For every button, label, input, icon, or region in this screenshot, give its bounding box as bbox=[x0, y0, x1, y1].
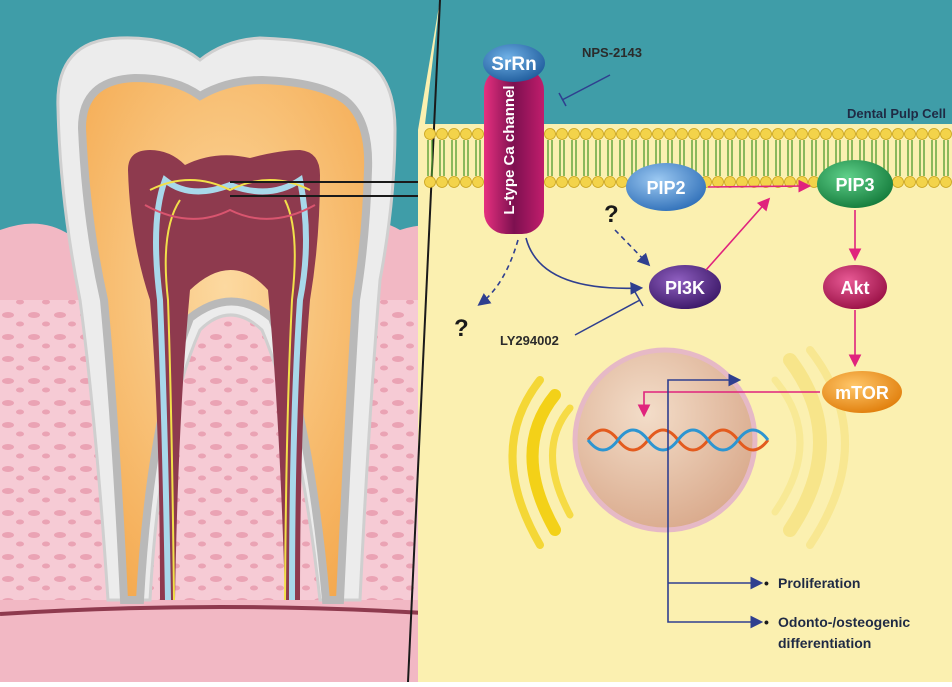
lipid-head-bottom bbox=[905, 177, 916, 188]
ly294002-label: LY294002 bbox=[500, 333, 559, 348]
lipid-head-top bbox=[593, 129, 604, 140]
lipid-head-bottom bbox=[461, 177, 472, 188]
lipid-head-top bbox=[425, 129, 436, 140]
pip2-label: PIP2 bbox=[646, 178, 685, 198]
lipid-head-top bbox=[881, 129, 892, 140]
lipid-head-top bbox=[785, 129, 796, 140]
arrow-pip2-to-pip3 bbox=[708, 186, 808, 187]
lipid-head-bottom bbox=[569, 177, 580, 188]
lipid-head-top bbox=[845, 129, 856, 140]
mtor-label: mTOR bbox=[835, 383, 889, 403]
question-mark-pi3k: ? bbox=[604, 201, 619, 228]
outcome-differentiation-line1: Odonto-/osteogenic bbox=[778, 614, 910, 630]
lipid-head-top bbox=[677, 129, 688, 140]
lipid-head-bottom bbox=[929, 177, 940, 188]
lipid-head-top bbox=[629, 129, 640, 140]
pip3-label: PIP3 bbox=[835, 175, 874, 195]
lipid-head-top bbox=[473, 129, 484, 140]
lipid-head-bottom bbox=[545, 177, 556, 188]
lipid-head-bottom bbox=[893, 177, 904, 188]
lipid-head-bottom bbox=[713, 177, 724, 188]
outcome-proliferation: Proliferation bbox=[778, 575, 860, 591]
lipid-head-top bbox=[761, 129, 772, 140]
lipid-head-bottom bbox=[557, 177, 568, 188]
lipid-head-top bbox=[725, 129, 736, 140]
lipid-head-top bbox=[809, 129, 820, 140]
lipid-head-top bbox=[857, 129, 868, 140]
lipid-head-top bbox=[569, 129, 580, 140]
cell-panel: L-type Ca channel SrRn NPS-2143 Dental P… bbox=[408, 0, 952, 682]
lipid-head-bottom bbox=[449, 177, 460, 188]
lipid-head-top bbox=[749, 129, 760, 140]
lipid-head-top bbox=[797, 129, 808, 140]
lipid-head-bottom bbox=[941, 177, 952, 188]
lipid-head-bottom bbox=[605, 177, 616, 188]
lipid-head-top bbox=[905, 129, 916, 140]
lipid-head-top bbox=[773, 129, 784, 140]
lipid-head-top bbox=[917, 129, 928, 140]
lipid-head-top bbox=[737, 129, 748, 140]
outcome-bullet-1: • bbox=[764, 575, 769, 591]
lipid-head-bottom bbox=[473, 177, 484, 188]
lipid-head-top bbox=[833, 129, 844, 140]
lipid-head-top bbox=[437, 129, 448, 140]
outcome-differentiation-line2: differentiation bbox=[778, 635, 871, 651]
akt-label: Akt bbox=[840, 278, 869, 298]
nucleus bbox=[575, 350, 755, 530]
pi3k-label: PI3K bbox=[665, 278, 705, 298]
channel-label: L-type Ca channel bbox=[501, 85, 518, 214]
question-mark-channel: ? bbox=[454, 315, 469, 342]
lipid-head-bottom bbox=[917, 177, 928, 188]
lipid-head-top bbox=[605, 129, 616, 140]
srrn-label: SrRn bbox=[491, 54, 536, 75]
lipid-head-bottom bbox=[617, 177, 628, 188]
lipid-head-top bbox=[941, 129, 952, 140]
lipid-head-bottom bbox=[425, 177, 436, 188]
dental-pulp-cell-label: Dental Pulp Cell bbox=[847, 106, 946, 121]
lipid-head-top bbox=[449, 129, 460, 140]
lipid-head-top bbox=[545, 129, 556, 140]
tooth-panel bbox=[0, 0, 440, 682]
lipid-head-top bbox=[581, 129, 592, 140]
lipid-head-top bbox=[701, 129, 712, 140]
lipid-head-bottom bbox=[593, 177, 604, 188]
outcome-bullet-2: • bbox=[764, 614, 769, 630]
lipid-head-top bbox=[869, 129, 880, 140]
lipid-head-top bbox=[641, 129, 652, 140]
lipid-head-bottom bbox=[437, 177, 448, 188]
lipid-head-top bbox=[689, 129, 700, 140]
lipid-head-top bbox=[821, 129, 832, 140]
lipid-head-top bbox=[713, 129, 724, 140]
lipid-head-top bbox=[557, 129, 568, 140]
lipid-head-top bbox=[653, 129, 664, 140]
lipid-head-bottom bbox=[581, 177, 592, 188]
lipid-head-top bbox=[929, 129, 940, 140]
lipid-head-top bbox=[461, 129, 472, 140]
lipid-head-top bbox=[893, 129, 904, 140]
lipid-head-top bbox=[665, 129, 676, 140]
lipid-head-bottom bbox=[725, 177, 736, 188]
nps-2143-label: NPS-2143 bbox=[582, 45, 642, 60]
lipid-head-top bbox=[617, 129, 628, 140]
